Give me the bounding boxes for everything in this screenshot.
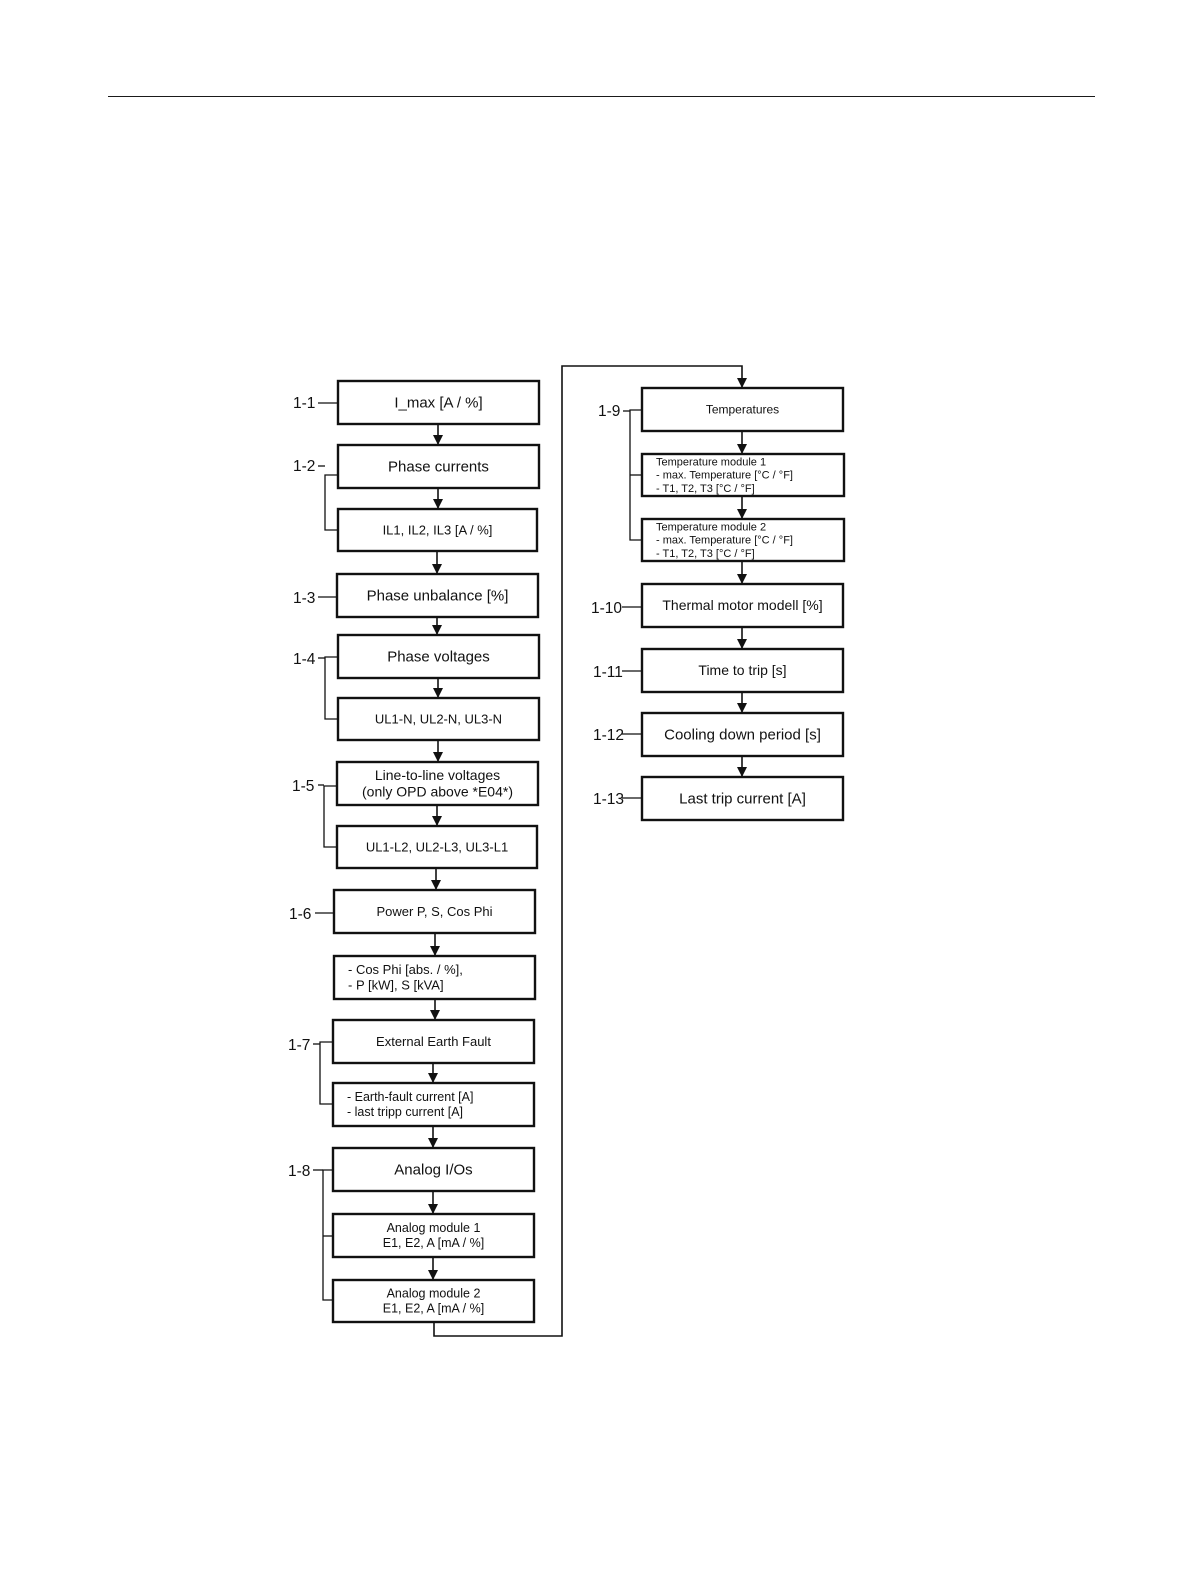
flow-box-1-2a: Phase currents <box>336 443 541 490</box>
flow-box-text: Line-to-line voltages <box>375 767 500 783</box>
step-number: 1-7 <box>288 1037 310 1054</box>
group-bracket <box>323 785 337 848</box>
flow-box-1-6b: - Cos Phi [abs. / %],- P [kW], S [kVA] <box>332 954 537 1001</box>
step-number: 1-2 <box>293 458 315 475</box>
flow-box-1-7b: - Earth-fault current [A]- last tripp cu… <box>331 1081 536 1128</box>
flow-box-1-13: Last trip current [A] <box>640 775 845 822</box>
step-number: 1-8 <box>288 1163 310 1180</box>
flow-box-text: IL1, IL2, IL3 [A / %] <box>383 522 493 537</box>
step-label-1-12: 1-12 <box>593 727 642 744</box>
flow-box-text: Analog I/Os <box>394 1162 472 1179</box>
flow-box-1-5b: UL1-L2, UL2-L3, UL3-L1 <box>335 824 539 870</box>
flow-box-text: Phase voltages <box>387 649 490 666</box>
step-label-1-8: 1-8 <box>288 1163 323 1180</box>
flow-box-text: E1, E2, A [mA / %] <box>383 1302 484 1316</box>
step-label-1-3: 1-3 <box>293 590 337 607</box>
flow-box-text: E1, E2, A [mA / %] <box>383 1236 484 1250</box>
flow-box-text: - last tripp current [A] <box>347 1105 463 1119</box>
step-number: 1-5 <box>292 778 314 795</box>
flow-box-text: - T1, T2, T3 [°C / °F] <box>656 548 755 560</box>
flow-box-text: Temperatures <box>706 403 779 417</box>
flow-box-text: - P [kW], S [kVA] <box>348 978 444 993</box>
step-number: 1-1 <box>293 395 315 412</box>
flow-box-1-5a: Line-to-line voltages(only OPD above *E0… <box>335 760 540 807</box>
flow-box-1-9a: Temperatures <box>640 386 845 433</box>
step-label-1-10: 1-10 <box>591 600 642 617</box>
step-label-1-2: 1-2 <box>293 458 325 475</box>
flow-box-1-10: Thermal motor modell [%] <box>640 582 845 629</box>
bracket-layer <box>319 409 642 1301</box>
step-label-layer: 1-1 1-2 1-3 1-4 1-5 1-6 1-7 1-8 1-9 1-10 1-11 1-12 1… <box>288 395 642 1180</box>
flow-box-text: Power P, S, Cos Phi <box>376 904 492 919</box>
group-bracket <box>324 474 338 531</box>
flow-box-text: Last trip current [A] <box>679 791 806 808</box>
group-bracket <box>324 656 338 720</box>
flow-box-1-7a: External Earth Fault <box>331 1018 536 1065</box>
step-number: 1-6 <box>289 906 311 923</box>
flow-box-text: - max. Temperature [°C / °F] <box>656 470 793 482</box>
flow-box-1-6a: Power P, S, Cos Phi <box>332 888 537 935</box>
step-number: 1-10 <box>591 600 622 617</box>
flow-box-text: External Earth Fault <box>376 1034 491 1049</box>
flow-box-1-8b: Analog module 1E1, E2, A [mA / %] <box>331 1212 536 1259</box>
flow-box-1-9b: Temperature module 1 - max. Temperature [… <box>640 452 846 498</box>
step-label-1-9: 1-9 <box>598 403 630 420</box>
flow-box-text: Thermal motor modell [%] <box>662 597 822 613</box>
header-rule <box>108 96 1095 97</box>
flow-box-text: Temperature module 2 <box>656 521 766 533</box>
step-number: 1-4 <box>293 651 316 668</box>
flow-box-text: Analog module 2 <box>387 1287 481 1301</box>
flow-box-1-4a: Phase voltages <box>336 633 541 680</box>
step-number: 1-9 <box>598 403 620 420</box>
flow-box-text: Phase currents <box>388 459 489 476</box>
flow-box-text: I_max [A / %] <box>394 395 482 412</box>
group-bracket <box>319 1041 333 1105</box>
flow-box-1-4b: UL1-N, UL2-N, UL3-N <box>336 696 541 742</box>
step-label-1-1: 1-1 <box>293 395 338 412</box>
flow-box-text: UL1-N, UL2-N, UL3-N <box>375 711 502 726</box>
column-transfer-connector <box>433 365 747 1337</box>
flow-box-text: - Cos Phi [abs. / %], <box>348 962 463 977</box>
step-label-1-4: 1-4 <box>293 651 325 668</box>
flow-box-text: UL1-L2, UL2-L3, UL3-L1 <box>366 839 508 854</box>
step-number: 1-12 <box>593 727 624 744</box>
flow-box-1-12: Cooling down period [s] <box>640 711 845 758</box>
flow-box-text: - max. Temperature [°C / °F] <box>656 535 793 547</box>
connector-layer <box>428 365 747 1337</box>
step-number: 1-3 <box>293 590 315 607</box>
flow-box-1-8c: Analog module 2E1, E2, A [mA / %] <box>331 1278 536 1324</box>
step-number: 1-11 <box>593 664 623 681</box>
flow-box-text: - T1, T2, T3 [°C / °F] <box>656 483 755 495</box>
flow-box-1-1: I_max [A / %] <box>336 379 541 426</box>
flow-box-1-3: Phase unbalance [%] <box>335 572 540 619</box>
flow-box-text: - Earth-fault current [A] <box>347 1090 473 1104</box>
flow-box-text: Temperature module 1 <box>656 456 766 468</box>
flow-box-text: Time to trip [s] <box>698 662 786 678</box>
step-number: 1-13 <box>593 791 624 808</box>
flow-box-1-8a: Analog I/Os <box>331 1146 536 1193</box>
flow-box-text: Analog module 1 <box>387 1221 481 1235</box>
group-bracket <box>322 1169 333 1301</box>
step-label-1-13: 1-13 <box>593 791 642 808</box>
flow-box-1-2b: IL1, IL2, IL3 [A / %] <box>336 507 539 553</box>
flow-box-1-9c: Temperature module 2 - max. Temperature [… <box>640 517 846 563</box>
flow-box-text: Phase unbalance [%] <box>367 588 509 605</box>
step-label-1-7: 1-7 <box>288 1037 320 1054</box>
flow-box-text: (only OPD above *E04*) <box>362 784 513 800</box>
step-label-1-5: 1-5 <box>292 778 324 795</box>
step-label-1-11: 1-11 <box>593 664 642 681</box>
flow-box-text: Cooling down period [s] <box>664 727 821 744</box>
flow-box-1-11: Time to trip [s] <box>640 647 845 694</box>
step-label-1-6: 1-6 <box>289 906 334 923</box>
